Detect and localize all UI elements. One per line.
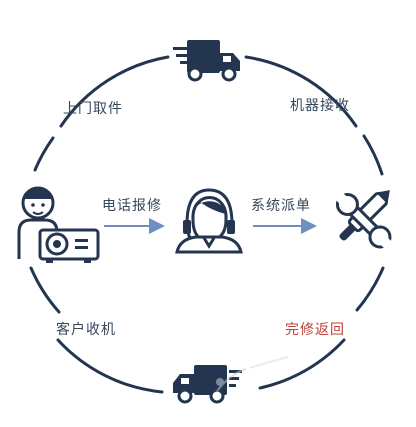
process-circle xyxy=(29,55,385,394)
delivery-truck-icon xyxy=(173,40,240,82)
pickup-label: 上门取件 xyxy=(63,101,123,117)
watermark-mark xyxy=(216,356,289,392)
phone-repair-label: 电话报修 xyxy=(102,198,162,214)
dispatch-label: 系统派单 xyxy=(251,198,311,214)
customer-service-agent-icon xyxy=(175,188,243,254)
delivery-truck-icon xyxy=(173,356,289,404)
user-with-projector-icon xyxy=(17,186,100,263)
return-after-repair-label: 完修返回 xyxy=(285,322,345,338)
repair-tools-icon xyxy=(335,190,392,249)
receive-label: 机器接收 xyxy=(290,98,350,114)
customer-receive-label: 客户收机 xyxy=(56,322,116,338)
